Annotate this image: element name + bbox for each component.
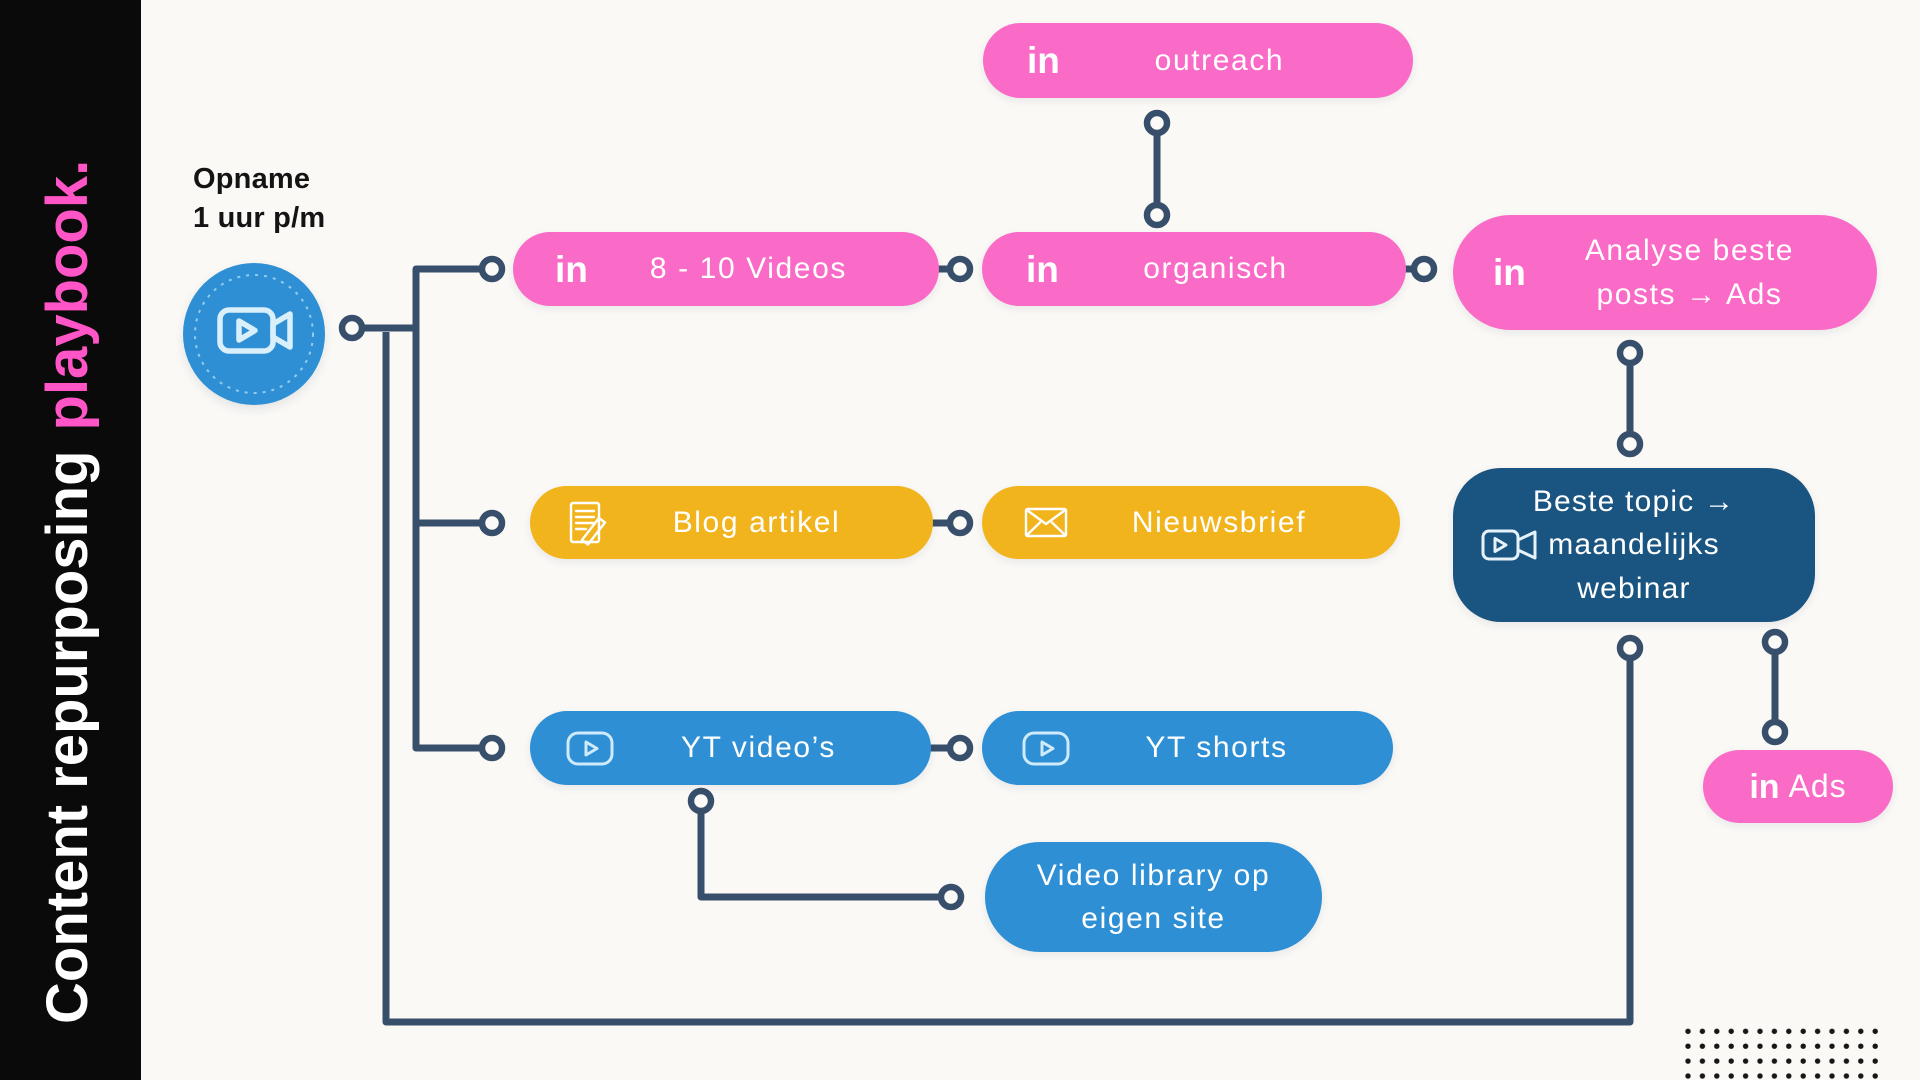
blog-article-icon (569, 501, 607, 546)
node-8-10-videos-label: 8 - 10 Videos (649, 252, 847, 285)
node-yt-videos-label: YT video’s (681, 731, 836, 764)
node-outreach: in outreach (983, 23, 1413, 98)
linkedin-icon: in (1749, 767, 1780, 806)
youtube-play-icon (1022, 731, 1070, 765)
node-organisch: in organisch (982, 232, 1406, 306)
node-8-10-videos: in 8 - 10 Videos (513, 232, 939, 306)
linkedin-icon: in (555, 248, 588, 290)
node-organisch-label: organisch (1143, 252, 1288, 285)
node-analyse-line1: Analyse beste (1584, 234, 1795, 267)
node-video-library-line1: Video library op (1036, 858, 1271, 892)
video-camera-icon (1481, 529, 1537, 561)
node-webinar-line1: Beste topic → (1532, 484, 1736, 518)
linkedin-icon: in (1493, 252, 1526, 293)
node-yt-videos: YT video’s (530, 711, 931, 785)
youtube-play-icon (566, 731, 614, 765)
node-nieuwsbrief: Nieuwsbrief (982, 486, 1400, 559)
node-nieuwsbrief-label: Nieuwsbrief (1131, 505, 1307, 539)
envelope-icon (1024, 507, 1068, 538)
node-beste-topic-webinar: Beste topic → maandelijks webinar (1453, 468, 1815, 622)
wire-ytvideos-to-library (697, 811, 942, 901)
node-linkedin-ads: in Ads (1703, 750, 1893, 823)
dot-grid-decoration (1684, 1027, 1882, 1080)
wire-source-to-webinar-long (382, 332, 1634, 1026)
node-webinar-line2: maandelijks (1548, 528, 1720, 562)
linkedin-icon: in (1027, 40, 1060, 81)
source-label-line2: 1 uur p/m (193, 202, 326, 235)
node-blog-artikel-label: Blog artikel (672, 505, 841, 539)
source-label: Opname 1 uur p/m (193, 160, 325, 238)
node-yt-shorts: YT shorts (982, 711, 1393, 785)
sidebar: Content repurposingplaybook. (0, 0, 141, 1080)
node-outreach-label: outreach (1154, 43, 1285, 77)
node-webinar-line3: webinar (1577, 571, 1691, 605)
node-analyse-beste-posts: in Analyse beste posts → Ads (1453, 215, 1877, 330)
connector-rings (338, 109, 1789, 911)
source-node (183, 263, 325, 405)
node-linkedin-ads-label: Ads (1788, 768, 1847, 804)
source-label-line1: Opname (193, 163, 311, 195)
node-blog-artikel: Blog artikel (530, 486, 933, 559)
node-yt-shorts-label: YT shorts (1145, 731, 1288, 764)
wire-spine (412, 265, 483, 752)
node-video-library-line2: eigen site (1081, 902, 1226, 935)
node-video-library: Video library op eigen site (985, 842, 1322, 952)
video-camera-icon (194, 274, 314, 394)
node-analyse-line2: posts → Ads (1596, 277, 1783, 311)
linkedin-icon: in (1026, 248, 1059, 290)
